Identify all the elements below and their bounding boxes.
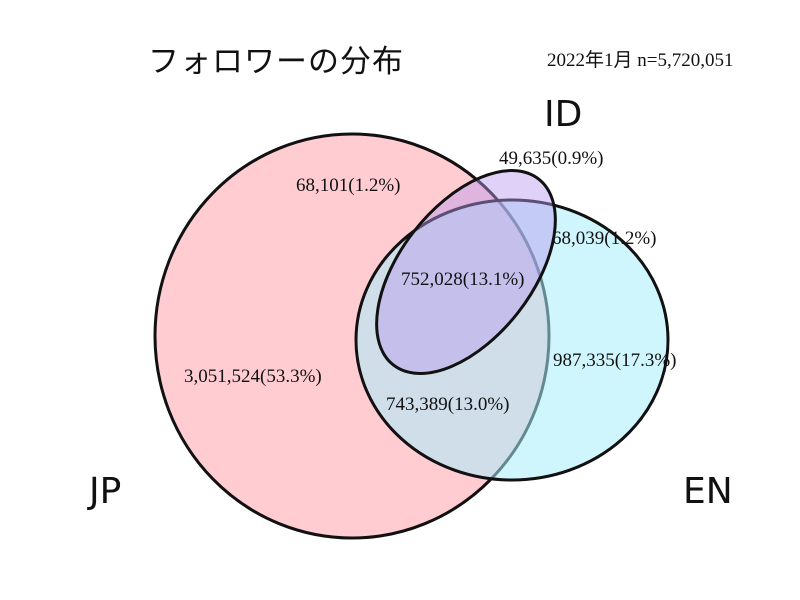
region-jp-en-id: 752,028(13.1%) [401, 269, 524, 290]
region-id-only: 49,635(0.9%) [499, 148, 603, 169]
region-jp-id: 68,101(1.2%) [296, 175, 400, 196]
region-en-id: 68,039(1.2%) [552, 228, 656, 249]
set-en-ellipse [354, 198, 670, 482]
region-en-only: 987,335(17.3%) [553, 350, 676, 371]
set-label-jp: JP [87, 471, 121, 512]
chart-title: フォロワーの分布 [148, 44, 404, 80]
region-jp-only: 3,051,524(53.3%) [184, 366, 322, 387]
region-jp-en: 743,389(13.0%) [386, 394, 509, 415]
chart-subtitle: 2022年1月 n=5,720,051 [547, 50, 734, 71]
set-id-ellipse [375, 169, 557, 375]
set-label-en: EN [683, 471, 733, 512]
set-label-id: ID [544, 94, 582, 135]
